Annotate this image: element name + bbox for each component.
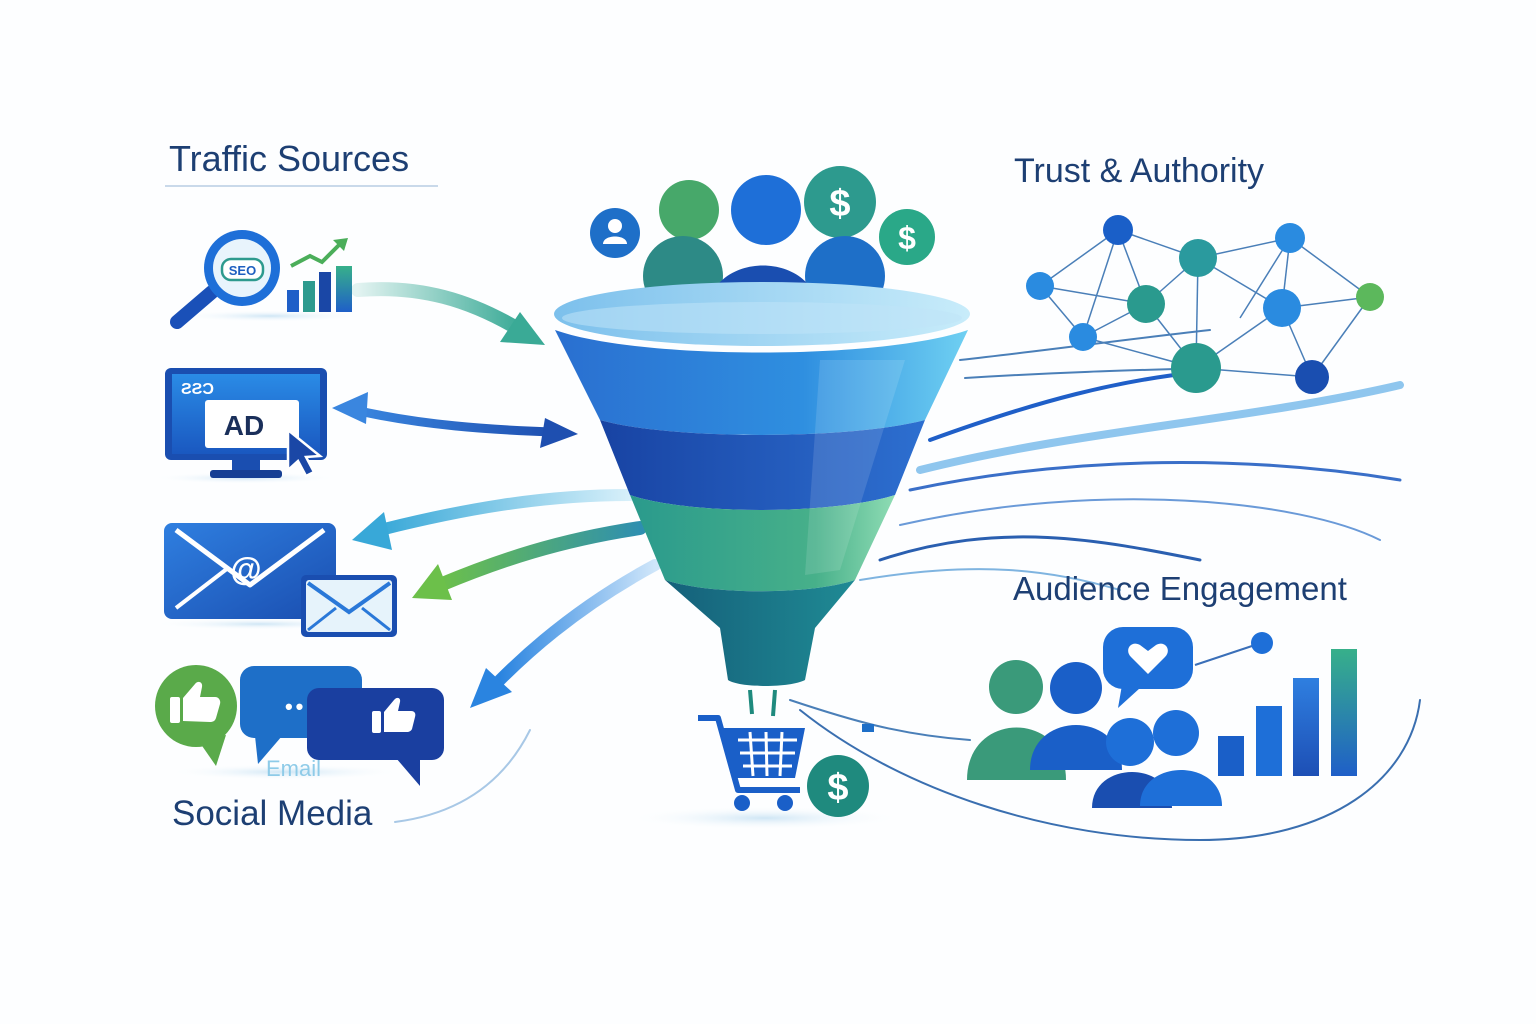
ad-corner-glyph: ƧƧƆ: [181, 381, 214, 398]
traffic-arrows: [332, 282, 661, 708]
ad-monitor-icon: ƧƧƆ AD: [150, 368, 340, 484]
thumbs-up-icon: [372, 697, 416, 733]
dollar-coin: [807, 755, 869, 817]
heart-icon: [1128, 643, 1168, 674]
social-media-title: Social Media: [172, 794, 373, 833]
social-media-icons: •••: [155, 665, 444, 786]
traffic-sources-title: Traffic Sources: [169, 138, 410, 179]
seo-badge: SEO: [229, 263, 256, 278]
seo-icon: SEO: [170, 230, 365, 329]
cursor-icon: [286, 427, 324, 478]
at-symbol: @: [230, 551, 261, 587]
flow-lines: [394, 329, 1421, 842]
dollar-icon: $: [898, 220, 916, 256]
thumbs-up-icon: [170, 681, 221, 723]
sales-funnel: $ $: [554, 166, 970, 686]
trust-network: [1026, 215, 1384, 394]
shopping-cart-icon: $: [625, 689, 905, 830]
dollar-icon: $: [827, 767, 848, 809]
dollar-icon: $: [829, 183, 850, 225]
audience-engagement-title: Audience Engagement: [1013, 570, 1347, 607]
audience-engagement-icons: [967, 627, 1357, 808]
ad-label: AD: [224, 410, 264, 441]
email-caption: Email: [266, 756, 322, 781]
email-icon: @: [150, 523, 397, 637]
trust-authority-title: Trust & Authority: [1014, 152, 1265, 190]
